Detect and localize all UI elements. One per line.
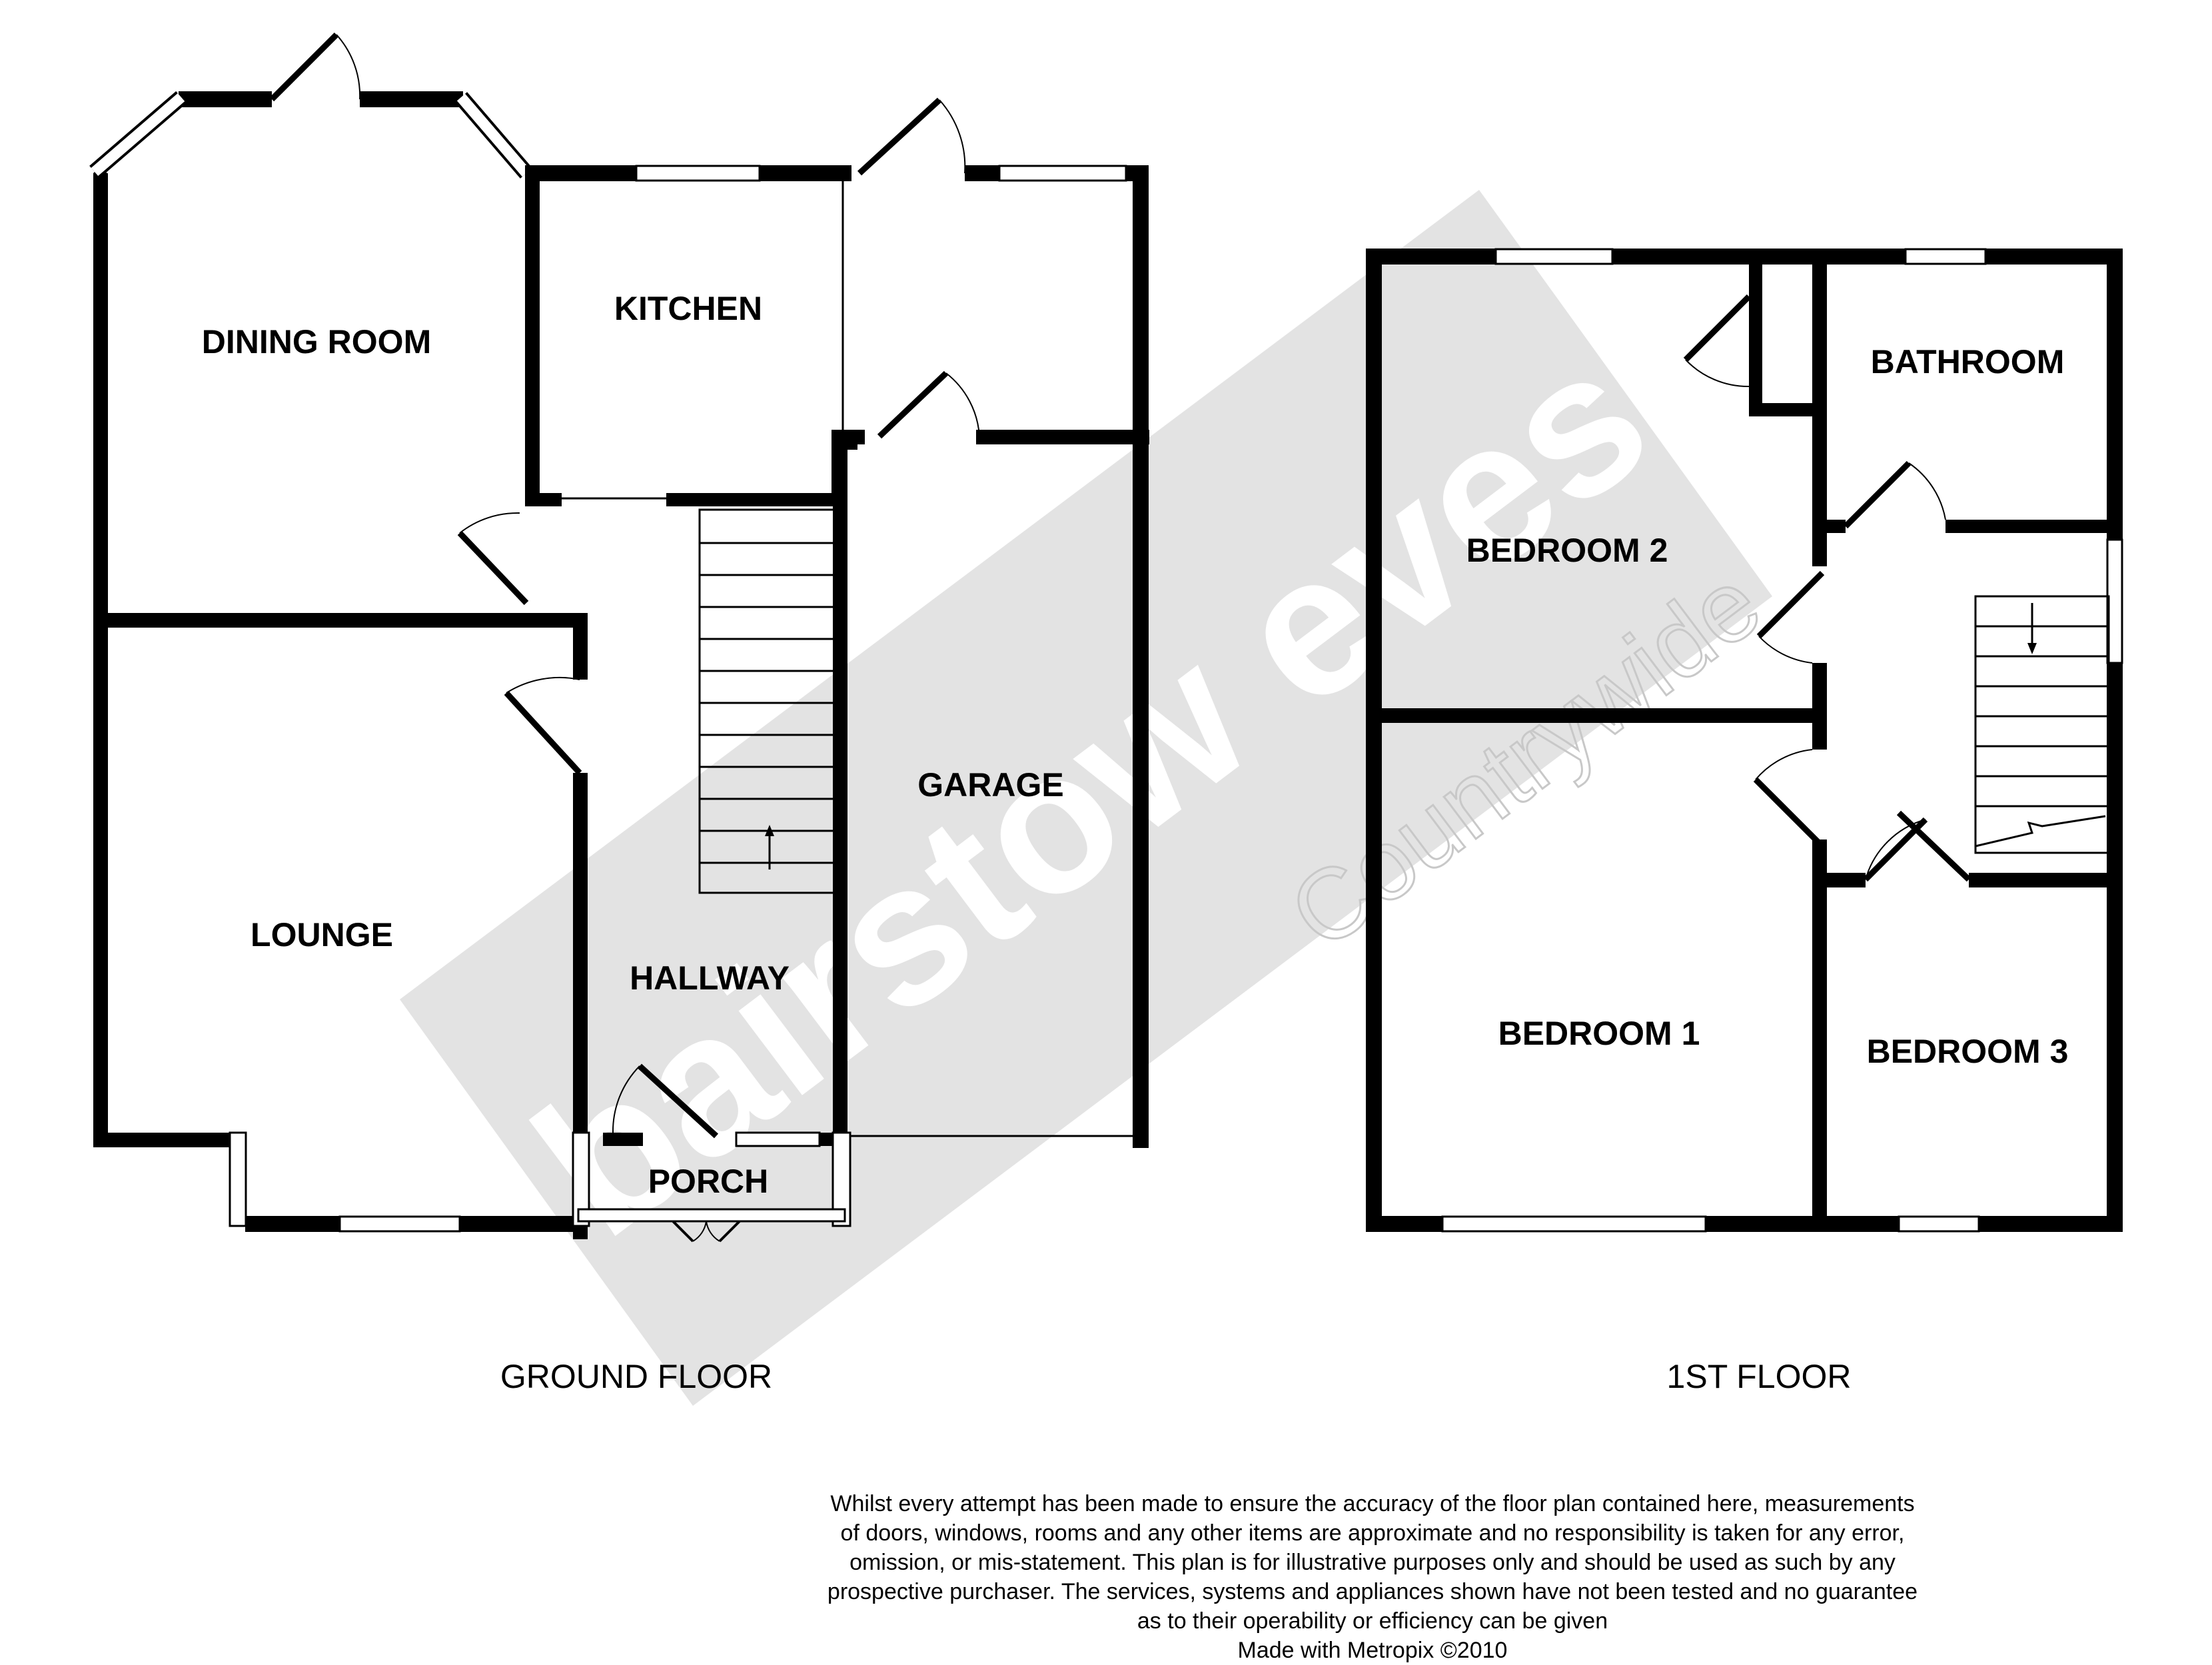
watermark-band bbox=[400, 190, 1772, 1406]
disclaimer-line: of doors, windows, rooms and any other i… bbox=[840, 1520, 1905, 1546]
ground-floor-plan bbox=[89, 32, 1149, 1243]
room-label-bedroom-1: BEDROOM 1 bbox=[1498, 1015, 1700, 1052]
ground-stairs bbox=[698, 508, 837, 894]
room-label-kitchen: KITCHEN bbox=[614, 290, 762, 327]
disclaimer-line: Whilst every attempt has been made to en… bbox=[830, 1491, 1915, 1516]
disclaimer-text: Whilst every attempt has been made to en… bbox=[746, 1489, 1999, 1665]
room-label-porch: PORCH bbox=[648, 1163, 769, 1200]
disclaimer-line: omission, or mis-statement. This plan is… bbox=[849, 1550, 1896, 1575]
room-label-garage: GARAGE bbox=[917, 766, 1063, 804]
room-label-bedroom-2: BEDROOM 2 bbox=[1466, 532, 1668, 569]
first-floor-plan bbox=[1366, 248, 2123, 1233]
disclaimer-line: prospective purchaser. The services, sys… bbox=[827, 1579, 1918, 1604]
disclaimer-line: as to their operability or efficiency ca… bbox=[1137, 1608, 1608, 1634]
room-label-bathroom: BATHROOM bbox=[1871, 343, 2065, 380]
floor-caption-first: 1ST FLOOR bbox=[1667, 1358, 1852, 1395]
room-label-bedroom-3: BEDROOM 3 bbox=[1867, 1033, 2069, 1070]
room-label-hallway: HALLWAY bbox=[630, 959, 790, 997]
floor-caption-ground: GROUND FLOOR bbox=[500, 1358, 772, 1395]
room-label-lounge: LOUNGE bbox=[251, 916, 393, 953]
first-floor-stairs bbox=[1974, 595, 2110, 854]
disclaimer-credit: Made with Metropix ©2010 bbox=[1237, 1638, 1508, 1663]
room-label-dining-room: DINING ROOM bbox=[202, 323, 431, 360]
